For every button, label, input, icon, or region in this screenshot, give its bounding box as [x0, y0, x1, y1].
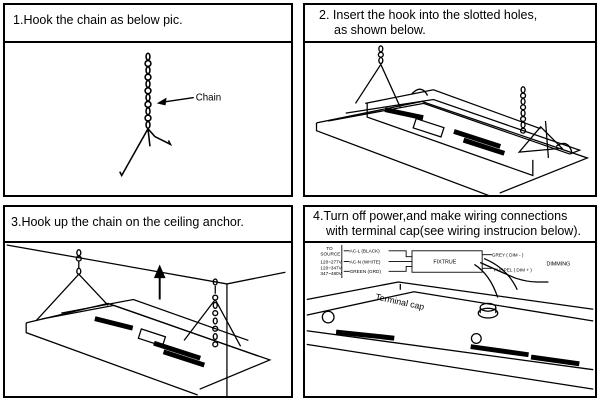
wire-grey-dim-minus: GREY ( DIM - ) — [492, 253, 524, 258]
dimming-label: DIMMING — [546, 261, 570, 267]
step-4-title-line-1: 4.Turn off power,and make wiring connect… — [313, 209, 568, 223]
step-3-panel: 3.Hook up the chain on the ceiling ancho… — [3, 205, 293, 398]
chain-hook-illustration: Chain — [119, 52, 221, 178]
wire-purple-dim-plus: PURPEL ( DIM + ) — [494, 267, 532, 272]
step-4-figure: TO SOURCE 120~277V 120~347V 347~480V AC-… — [305, 243, 595, 396]
ceiling-hang-illustration — [6, 244, 286, 396]
step-1-header: 1.Hook the chain as below pic. — [5, 5, 291, 43]
step-3-title: 3.Hook up the chain on the ceiling ancho… — [11, 215, 244, 229]
wiring-diagram: TO SOURCE 120~277V 120~347V 347~480V AC-… — [306, 244, 594, 390]
step-4-panel: 4.Turn off power,and make wiring connect… — [303, 205, 597, 398]
step-4-header: 4.Turn off power,and make wiring connect… — [305, 207, 595, 243]
wire-ac-n: AC-N (WHITE) — [350, 259, 381, 264]
to-source-label-2: SOURCE — [320, 252, 340, 257]
voltage-3: 347~480V — [320, 271, 342, 276]
wire-ground: GREEN (GRD) — [350, 269, 382, 274]
fixture-box-label: FIXTRUE — [433, 259, 456, 265]
step-3-header: 3.Hook up the chain on the ceiling ancho… — [5, 207, 291, 243]
step-1-figure: Chain — [5, 43, 291, 195]
step-3-figure — [5, 243, 291, 396]
step-4-title-line-2: with terminal cap(see wiring instrucion … — [326, 224, 581, 238]
chain-label: Chain — [196, 92, 221, 103]
step-2-figure — [305, 43, 595, 195]
step-2-header: 2. Insert the hook into the slotted hole… — [305, 5, 595, 43]
step-1-title: 1.Hook the chain as below pic. — [13, 13, 183, 27]
wire-ac-l: AC-L (BLACK) — [350, 249, 381, 254]
step-2-title-line-1: 2. Insert the hook into the slotted hole… — [319, 8, 538, 22]
voltage-1: 120~277V — [320, 259, 342, 264]
to-source-label: TO — [326, 246, 333, 251]
fixture-hook-illustration — [315, 45, 590, 195]
voltage-2: 120~347V — [320, 265, 342, 270]
step-1-panel: 1.Hook the chain as below pic. — [3, 3, 293, 197]
step-2-title-line-2: as shown below. — [334, 23, 426, 37]
step-2-panel: 2. Insert the hook into the slotted hole… — [303, 3, 597, 197]
